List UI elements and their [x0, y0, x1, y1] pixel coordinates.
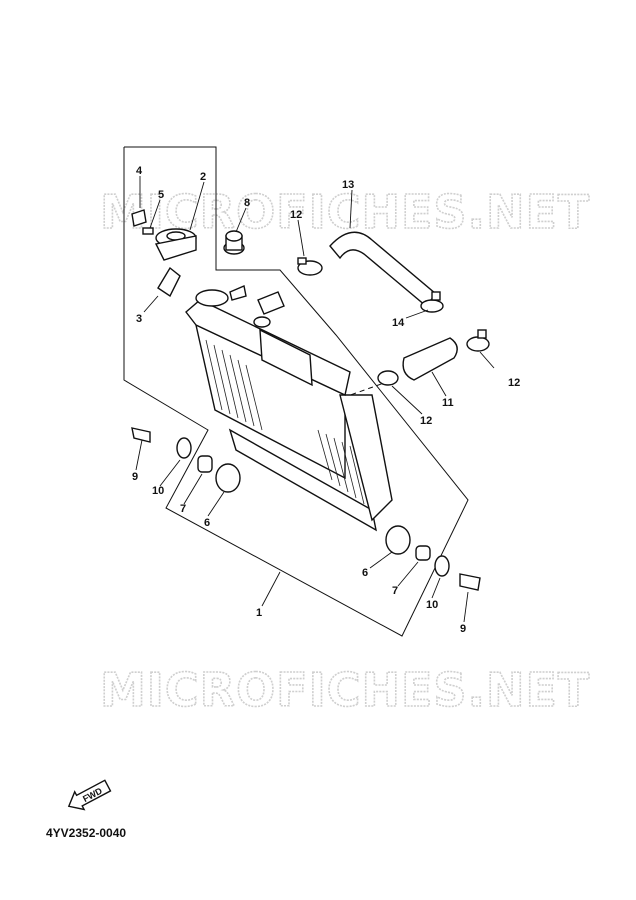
clamp-12-right	[466, 329, 490, 352]
bolt-4	[131, 209, 147, 227]
bolt-9-left	[131, 427, 151, 443]
bracket	[157, 266, 181, 298]
callout-10-left: 10	[152, 485, 164, 497]
washer-5	[142, 227, 154, 235]
callout-4: 4	[136, 165, 143, 177]
callout-9-right: 9	[460, 623, 466, 635]
hose-13	[329, 231, 437, 307]
grommet-8	[223, 230, 245, 255]
assembly-outline	[123, 146, 469, 637]
outlet-pipe-end	[253, 316, 271, 328]
callout-13: 13	[342, 179, 354, 191]
callout-3: 3	[136, 313, 142, 325]
radiator-cap	[154, 228, 229, 307]
inlet-pipe	[229, 285, 247, 301]
damper-6-right	[385, 525, 411, 555]
callout-11: 11	[442, 397, 454, 409]
fwd-arrow: FWD	[67, 779, 112, 811]
leader-lines	[135, 176, 495, 623]
clamp-12-upper	[297, 257, 323, 276]
callout-14: 14	[392, 317, 405, 329]
callout-6-left: 6	[204, 517, 210, 529]
callout-12-middle: 12	[420, 415, 432, 427]
callout-12-right: 12	[508, 377, 520, 389]
callout-7-left: 7	[180, 503, 186, 515]
callout-2: 2	[200, 171, 206, 183]
callout-9-left: 9	[132, 471, 138, 483]
callout-12-upper: 12	[290, 209, 302, 221]
callout-6-right: 6	[362, 567, 368, 579]
collar-7-left	[197, 455, 213, 473]
collar-7-right	[415, 545, 431, 561]
clamp-14	[420, 291, 444, 313]
callout-7-right: 7	[392, 585, 398, 597]
diagram-code: 4YV2352-0040	[46, 826, 127, 840]
radiator-core	[185, 299, 393, 532]
callout-8: 8	[244, 197, 250, 209]
washer-10-right	[434, 555, 450, 577]
outlet-pipe	[257, 291, 285, 315]
washer-10-left	[176, 437, 192, 459]
clamp-12-middle	[377, 370, 399, 386]
callout-1: 1	[256, 607, 262, 619]
watermark-bottom: MICROFICHES.NET	[100, 663, 590, 717]
hose-11	[402, 337, 458, 381]
callout-10-right: 10	[426, 599, 438, 611]
callout-5: 5	[158, 189, 164, 201]
damper-6-left	[215, 463, 241, 493]
bolt-9-right	[459, 573, 481, 591]
